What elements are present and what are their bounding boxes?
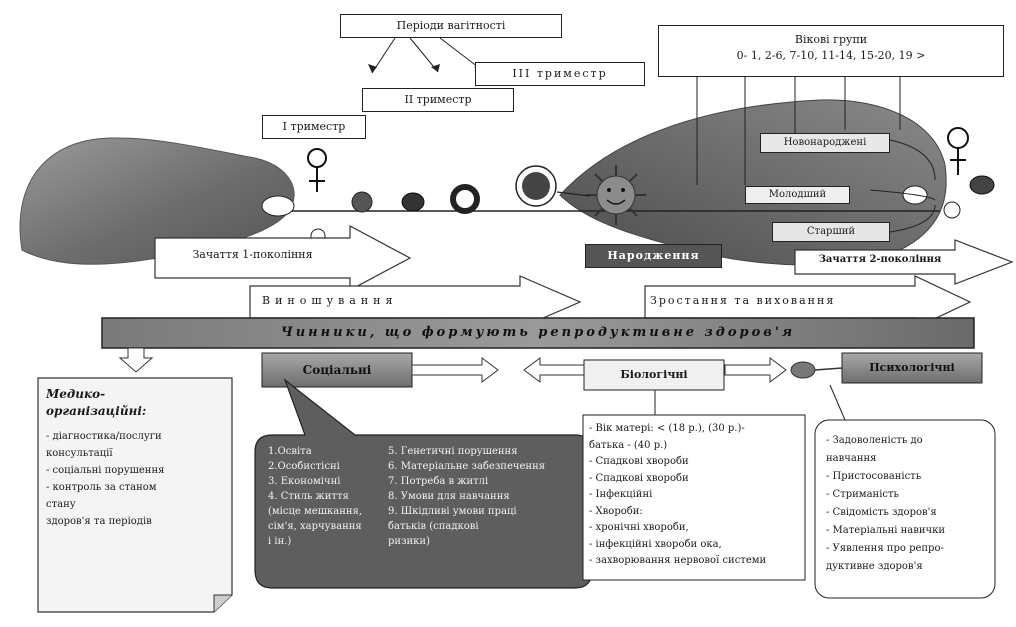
bio-item: - Спадкові хвороби (589, 472, 689, 484)
biological-list: - Вік матері: < (18 р.), (30 р.)- батька… (589, 421, 801, 570)
psych-box-shape (841, 352, 983, 384)
psych-item: - Свідомість здоров'я (826, 507, 937, 518)
bio-list-shape (582, 414, 806, 581)
medical-item-5: стану (46, 499, 76, 510)
age-period-younger: Молодший (745, 186, 850, 204)
stage-circle-2 (401, 192, 425, 212)
bio-item: - інфекційні хвороби ока, (589, 538, 722, 550)
medical-item-2: консультації (46, 448, 113, 459)
social-item: 8. Умови для навчання (388, 491, 510, 502)
conception-1-label: Зачаття 1-покоління (192, 248, 313, 261)
age-period-older: Старший (772, 222, 890, 242)
female-symbol-right (947, 127, 969, 175)
social-item: батьків (спадкові (388, 521, 479, 532)
age-groups-ranges: 0- 1, 2-6, 7-10, 11-14, 15-20, 19 > (736, 49, 926, 62)
bio-item: - захворювання нервової системи (589, 555, 767, 566)
birth-label: Народження (585, 244, 722, 268)
pregnancy-periods-title: Періоди вагітності (340, 14, 562, 38)
conception-2-label: Зачаття 2-покоління (818, 254, 942, 265)
psych-item: - Матеріальні навички (826, 525, 946, 536)
stage-circle-4-inner (522, 172, 550, 200)
bio-item: - Спадкові хвороби (589, 456, 689, 467)
trimester-1-label: І триместр (262, 115, 366, 139)
social-item: і ін.) (268, 536, 292, 547)
psychological-factor-label: Психологічні (869, 361, 955, 374)
ovum-circle (261, 195, 295, 217)
medical-item-3: - соціальні порушення (46, 465, 165, 476)
medical-note: Медико- організаційні: - діагностика/пос… (46, 386, 226, 530)
social-list-col2: 5. Генетичні порушення 6. Матеріальне за… (388, 444, 588, 549)
bio-item: - Вік матері: < (18 р.), (30 р.)- (589, 423, 745, 434)
bio-item: батька - (40 р.) (589, 439, 668, 451)
factors-banner: Чинники, що формують репродуктивне здоро… (280, 325, 796, 340)
psychological-list: - Задоволеність до навчання - Пристосова… (826, 432, 990, 576)
social-item: 4. Стиль життя (268, 491, 349, 502)
social-item: (місце мешкання, (268, 506, 363, 517)
trimester-3-label: ІІІ триместр (475, 62, 645, 86)
social-item: 7. Потреба в житлі (388, 476, 489, 487)
psych-item: - Задоволеність до (826, 435, 923, 446)
biological-factor-label: Біологічні (620, 368, 688, 381)
maturation-label: Зростання та виховання (650, 294, 836, 307)
social-item: сім'я, харчування (268, 521, 362, 532)
medical-item-4: - контроль за станом (46, 482, 157, 493)
social-item: 3. Економічні (268, 476, 341, 487)
medical-title-line-1: Медико- (46, 387, 106, 401)
age-period-newborn: Новонароджені (760, 133, 890, 153)
psych-item: - Пристосованість (826, 471, 922, 482)
social-item: 5. Генетичні порушення (388, 446, 518, 457)
sun-icon (586, 165, 646, 225)
bio-item: - Хвороби: (589, 505, 643, 517)
female-symbol-left (307, 148, 327, 192)
psych-list-shape (814, 419, 996, 599)
social-list-col1: 1.Освіта 2.Особистісні 3. Економічні 4. … (268, 444, 380, 549)
factors-banner-shape (101, 317, 975, 349)
social-factor-label: Соціальні (302, 363, 372, 377)
social-item: 2.Особистісні (268, 461, 340, 472)
social-item: ризики) (388, 536, 431, 547)
psych-item: навчання (826, 453, 877, 464)
social-item: 6. Матеріальне забезпечення (388, 461, 546, 472)
stage-circle-1 (351, 191, 373, 213)
psych-item: - Стриманість (826, 489, 899, 500)
trimester-2-label: ІІ триместр (362, 88, 514, 112)
medical-title-line-2: організаційні: (46, 404, 147, 418)
psych-item: - Уявлення про репро- (826, 543, 944, 554)
bio-item: - хронічні хвороби, (589, 522, 689, 533)
stage-circle-3 (450, 184, 480, 214)
medical-item-1: - діагностика/послуги (46, 431, 162, 442)
bio-item: - Інфекційні (589, 489, 653, 500)
age-groups-box: Вікові групи 0- 1, 2-6, 7-10, 11-14, 15-… (658, 25, 1004, 77)
social-item: 1.Освіта (268, 446, 312, 457)
psych-item: дуктивне здоров'я (826, 561, 923, 572)
arrow-conception-1 (154, 225, 412, 291)
arrow-conception-2 (794, 239, 1014, 285)
age-groups-title: Вікові групи (794, 33, 868, 46)
social-item: 9. Шкідливі умови праці (388, 506, 517, 517)
gestation-label: Виношування (262, 294, 398, 307)
medical-item-6: здоров'я та періодів (46, 516, 152, 527)
